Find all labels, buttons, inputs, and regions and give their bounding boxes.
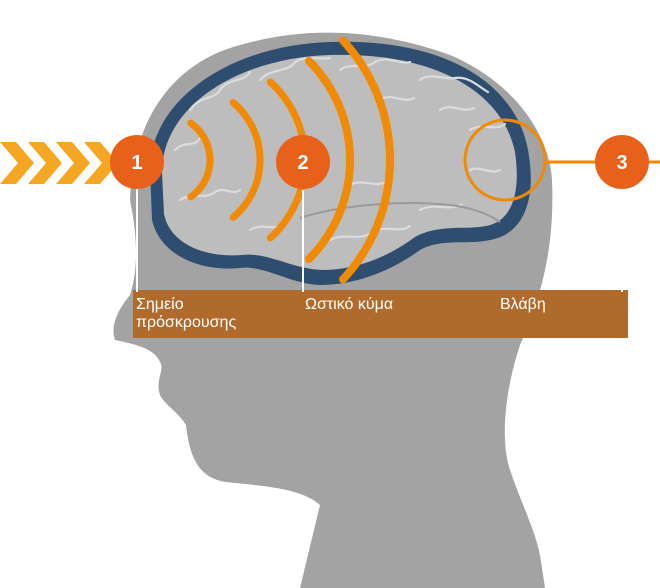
impact-chevron (0, 142, 34, 184)
label-bar (133, 290, 628, 338)
label-shock-wave: Ωστικό κύμα (305, 296, 393, 314)
brain-fold (348, 180, 388, 187)
marker-3-circle (595, 135, 649, 189)
brain (162, 54, 517, 271)
shock-wave-arc (338, 36, 394, 284)
marker-2: 2 (276, 135, 330, 189)
label-impact-point-line-1: Σημείο (136, 296, 184, 313)
marker-2-circle (276, 135, 330, 189)
brain-fold (468, 122, 507, 132)
shock-wave-arc (229, 99, 264, 221)
brain-fold (188, 70, 252, 112)
label-shock-wave-line-1: Ωστικό κύμα (305, 296, 394, 313)
marker-1: 1 (110, 135, 164, 189)
temporal-lobe-line (299, 202, 501, 223)
impact-chevron (28, 142, 62, 184)
shock-wave-arc (304, 57, 354, 263)
brain-fold (468, 167, 502, 173)
brain-fold (418, 75, 490, 94)
label-damage: Βλάβη (500, 296, 546, 314)
brain-fold (258, 56, 332, 82)
impact-arrows (0, 142, 118, 184)
brain-fold (173, 136, 202, 152)
label-impact-point-line-2: πρόσκρουσης (136, 314, 237, 331)
brain-fold (438, 106, 476, 112)
brain-fold (338, 58, 412, 72)
damage-ring (463, 118, 547, 202)
marker-3-number: 3 (616, 152, 627, 174)
shock-wave-arc (187, 119, 214, 201)
impact-chevron (56, 142, 90, 184)
marker-3: 3 (595, 135, 649, 189)
label-damage-line-1: Βλάβη (500, 296, 546, 313)
marker-2-number: 2 (297, 152, 308, 174)
marker-1-number: 1 (131, 152, 142, 174)
marker-1-circle (110, 135, 164, 189)
label-impact-point: Σημείο πρόσκρουσης (136, 296, 236, 332)
